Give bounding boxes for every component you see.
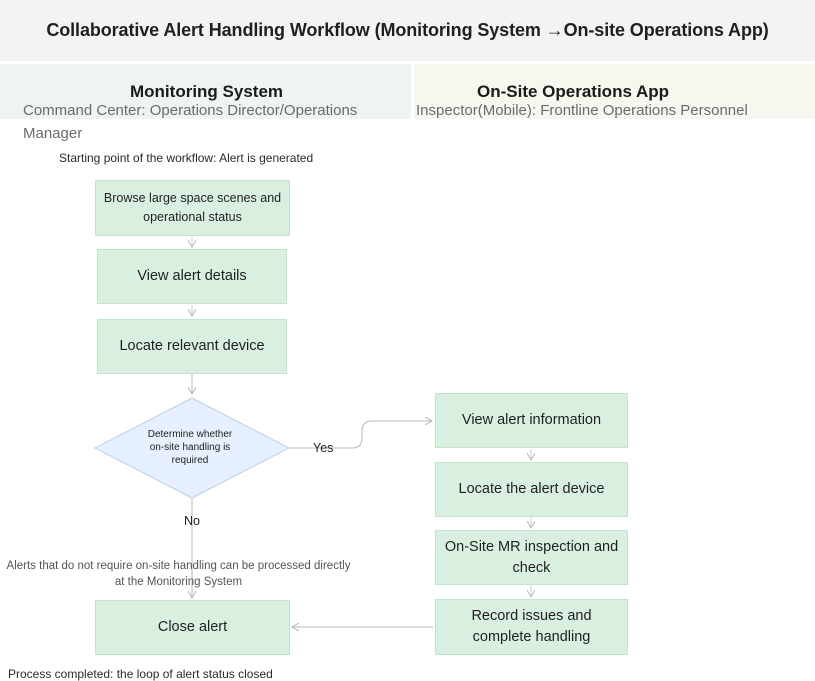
lane-header-onsite <box>414 64 815 119</box>
arrow-decision-yes <box>289 421 432 449</box>
lane-header-monitoring <box>0 64 411 119</box>
decision-diamond <box>93 397 291 499</box>
step-view-alert-details: View alert details <box>97 249 287 304</box>
branch-yes-label: Yes <box>313 441 334 455</box>
step-view-alert-information: View alert information <box>435 393 628 448</box>
step-record-issues: Record issues and complete handling <box>435 599 628 655</box>
step-locate-relevant-device: Locate relevant device <box>97 319 287 374</box>
step-mr-inspection: On-Site MR inspection and check <box>435 530 628 585</box>
lane-title-onsite: On-Site Operations App <box>477 82 670 101</box>
start-note: Starting point of the workflow: Alert is… <box>59 151 314 165</box>
decision-label: Determine whether on-site handling is re… <box>147 429 233 466</box>
no-onsite-note: Alerts that do not require on-site handl… <box>6 560 351 588</box>
step-close-alert: Close alert <box>95 600 290 655</box>
end-note: Process completed: the loop of alert sta… <box>8 667 273 681</box>
step-browse-scenes: Browse large space scenes and operationa… <box>95 180 290 236</box>
lane-subtitle-monitoring: Command Center: Operations Director/Oper… <box>23 102 358 142</box>
page-title: Collaborative Alert Handling Workflow (M… <box>0 0 815 61</box>
step-locate-alert-device: Locate the alert device <box>435 462 628 517</box>
branch-no-label: No <box>184 514 200 528</box>
lane-title-monitoring: Monitoring System <box>130 82 284 101</box>
lane-subtitle-onsite: Inspector(Mobile): Frontline Operations … <box>416 102 748 119</box>
